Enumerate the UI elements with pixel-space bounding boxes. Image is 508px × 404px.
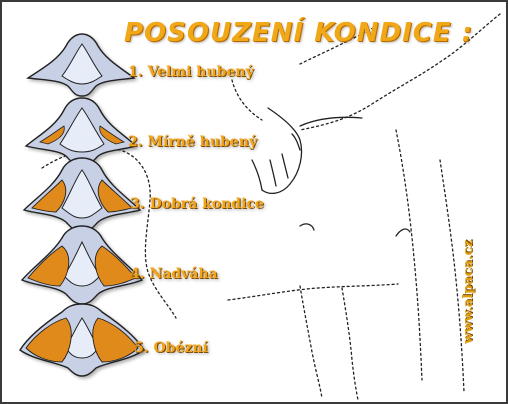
level-1-label: 1. Velmi hubený: [128, 64, 254, 80]
level-3-label: 3. Dobrá kondice: [130, 196, 264, 212]
spine-cross-section-good-icon: [24, 158, 140, 232]
level-2-label: 2. Mírně hubený: [128, 134, 257, 150]
spine-cross-section-overweight-icon: [22, 226, 142, 304]
spine-cross-section-slightly-thin-icon: [26, 98, 136, 166]
level-4-label: 4. Nadváha: [130, 266, 218, 282]
level-5-label: 5. Obézní: [134, 340, 208, 356]
diagram-title: POSOUZENÍ KONDICE :: [124, 18, 473, 48]
website-watermark: www.alpaca.cz: [461, 224, 475, 344]
spine-cross-section-obese-icon: [20, 304, 144, 376]
spine-cross-section-very-thin-icon: [28, 34, 134, 96]
